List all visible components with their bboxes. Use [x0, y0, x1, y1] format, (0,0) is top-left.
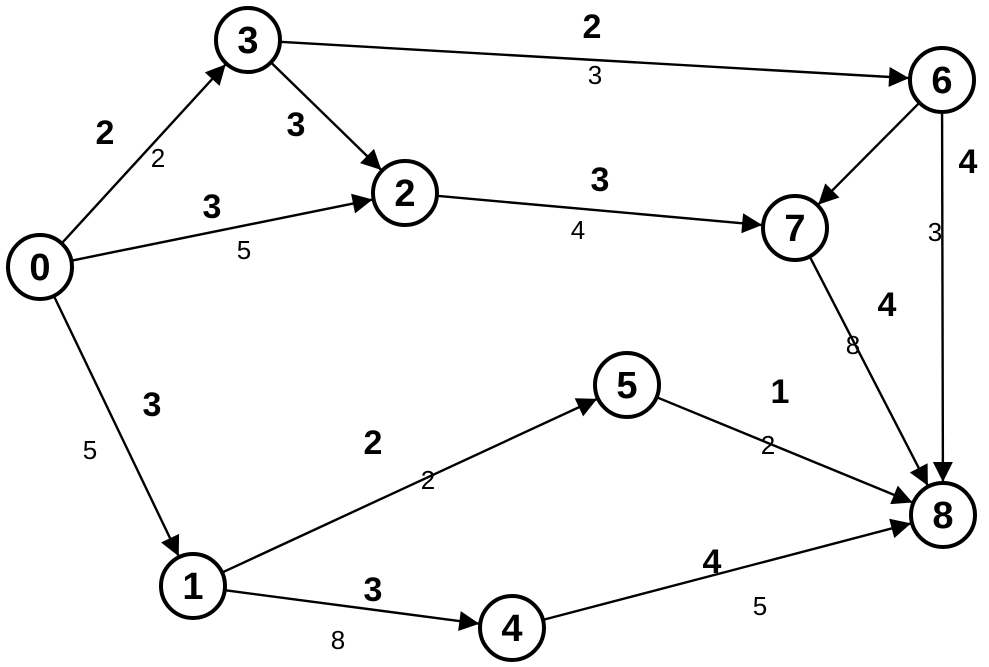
- edge-label-bold-1-5: 2: [364, 424, 383, 462]
- node-circle-5: [593, 351, 661, 419]
- node-circle-2: [371, 159, 439, 227]
- edge-label-plain-0-2: 5: [237, 235, 251, 265]
- edge-label-plain-3-6: 3: [588, 60, 602, 90]
- node-label-3: 3: [237, 20, 258, 62]
- node-circle-7: [761, 194, 829, 262]
- node-circle-4: [478, 594, 546, 662]
- edge-label-bold-6-8: 4: [959, 143, 978, 181]
- edge-3-6: [279, 40, 910, 87]
- edge-label-plain-7-8: 8: [846, 330, 860, 360]
- edge-1-4: [224, 588, 480, 631]
- edge-label-bold-1-4: 3: [364, 571, 383, 609]
- edge-label-plain-4-8: 5: [753, 591, 767, 621]
- node-5: 5: [593, 351, 661, 419]
- node-2: 2: [371, 159, 439, 227]
- edge-0-3: [60, 63, 227, 245]
- edge-label-bold-5-8: 1: [771, 373, 790, 411]
- edge-label-bold-3-6: 2: [583, 8, 602, 46]
- node-label-7: 7: [784, 208, 805, 250]
- node-3: 3: [214, 6, 282, 74]
- edge-label-plain-1-5: 2: [421, 465, 435, 495]
- node-6: 6: [908, 46, 976, 114]
- edge-label-bold-7-8: 4: [878, 286, 897, 324]
- edge-label-plain-2-7: 4: [571, 215, 585, 245]
- node-circle-3: [214, 6, 282, 74]
- edge-label-bold-0-2: 3: [203, 188, 222, 226]
- node-label-5: 5: [616, 365, 637, 407]
- node-8: 8: [909, 481, 977, 549]
- edge-0-1: [52, 295, 180, 557]
- edges-layer: [52, 40, 953, 631]
- node-circle-6: [908, 46, 976, 114]
- node-0: 0: [6, 233, 74, 301]
- edge-label-bold-0-1: 3: [143, 386, 162, 424]
- node-4: 4: [478, 594, 546, 662]
- edge-label-bold-2-7: 3: [591, 161, 610, 199]
- edge-0-2: [71, 193, 373, 262]
- edge-6-7: [817, 101, 921, 206]
- edge-3-2: [270, 61, 383, 171]
- edge-7-8: [808, 255, 929, 487]
- edge-1-5: [221, 397, 598, 574]
- node-circle-1: [159, 552, 227, 620]
- edge-label-bold-3-2: 3: [287, 106, 306, 144]
- node-circle-8: [909, 481, 977, 549]
- edge-label-bold-4-8: 4: [703, 543, 722, 581]
- node-label-1: 1: [182, 566, 203, 608]
- node-1: 1: [159, 552, 227, 620]
- node-label-2: 2: [394, 173, 415, 215]
- edge-label-plain-0-3: 2: [151, 143, 165, 173]
- edge-label-plain-0-1: 5: [83, 435, 97, 465]
- node-label-8: 8: [932, 495, 953, 537]
- node-7: 7: [761, 194, 829, 262]
- node-label-0: 0: [29, 247, 50, 289]
- node-circle-0: [6, 233, 74, 301]
- edge-2-7: [436, 194, 763, 234]
- edge-5-8: [656, 396, 913, 505]
- edge-label-plain-6-8: 3: [928, 217, 942, 247]
- edge-4-8: [542, 518, 912, 622]
- node-label-6: 6: [931, 60, 952, 102]
- edge-label-bold-0-3: 2: [96, 114, 115, 152]
- node-label-4: 4: [501, 608, 522, 650]
- edge-label-plain-5-8: 2: [761, 430, 775, 460]
- edge-6-8: [932, 111, 953, 483]
- edge-label-plain-1-4: 8: [331, 625, 345, 655]
